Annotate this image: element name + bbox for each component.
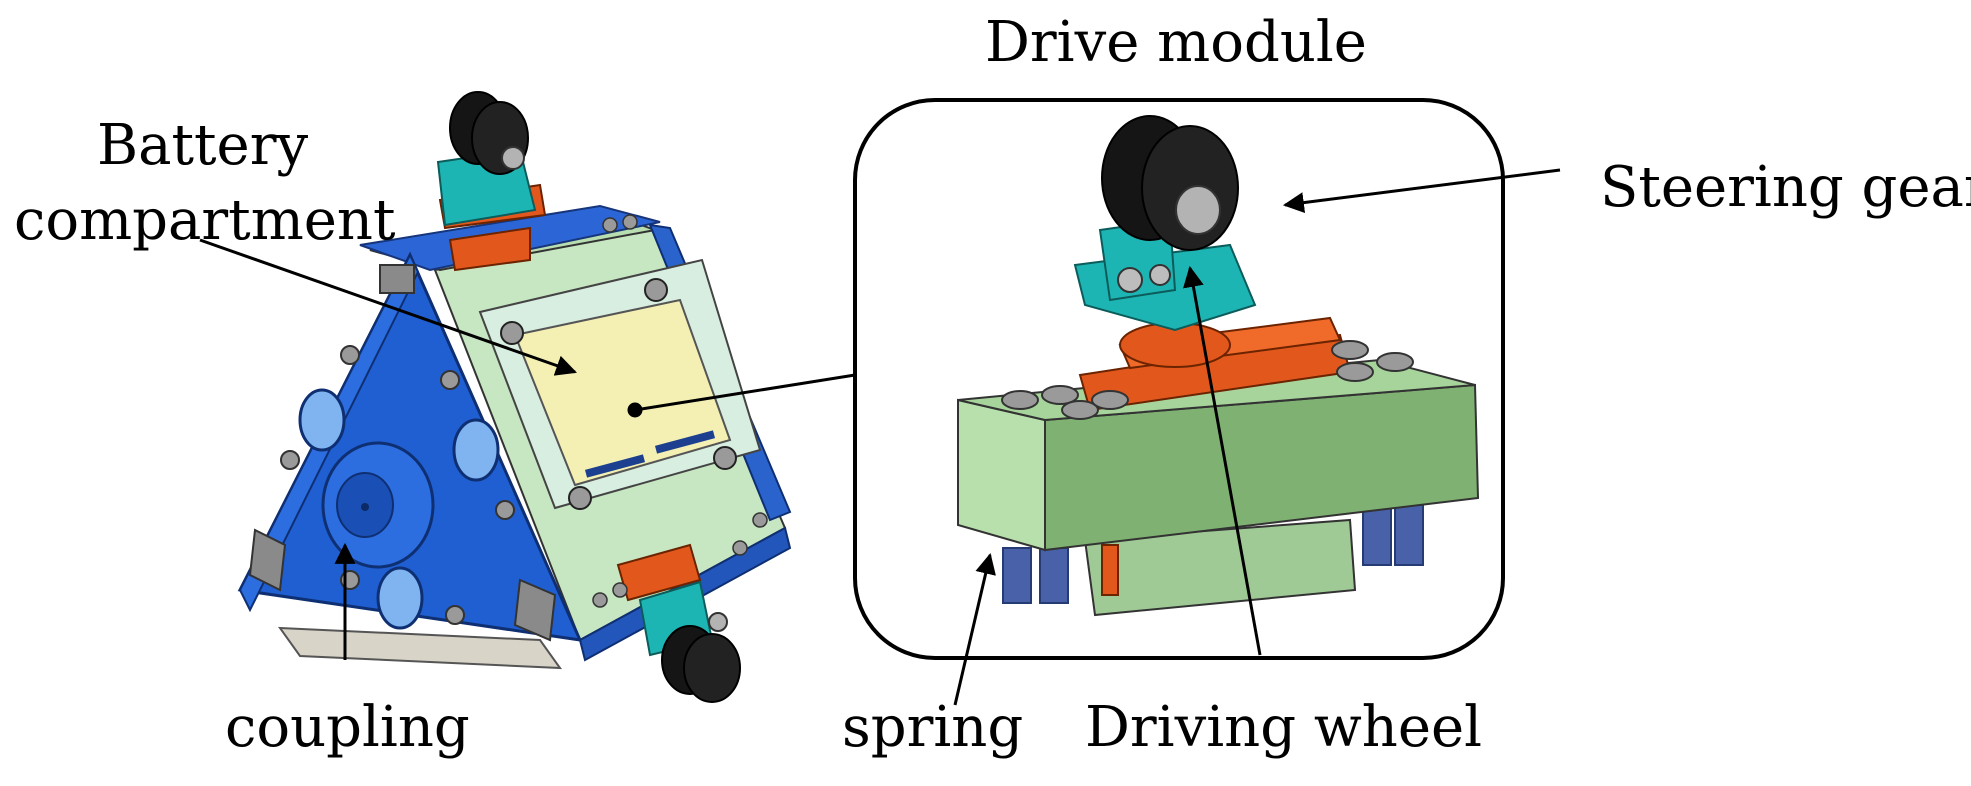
- spring-arrow: [953, 552, 996, 706]
- battery-arrow: [199, 238, 577, 376]
- label-battery-line2: compartment: [14, 188, 396, 253]
- driving-wheel-part: [1101, 115, 1239, 251]
- label-steering-gear: Steering gear: [1600, 155, 1971, 220]
- coupling-part: [321, 441, 435, 569]
- driving-wheel-arrow: [1183, 265, 1262, 656]
- label-coupling: coupling: [225, 695, 470, 760]
- label-drive-module: Drive module: [985, 10, 1367, 75]
- drive-module-frame: [853, 98, 1505, 660]
- label-driving-wheel: Driving wheel: [1085, 695, 1483, 760]
- battery-compartment-part: [478, 258, 762, 510]
- label-spring: spring: [842, 695, 1024, 760]
- label-battery-line1: Battery: [97, 113, 309, 178]
- green-block-front: [957, 398, 1046, 552]
- robot-module-illustration: [237, 91, 792, 703]
- drive-module-illustration: [957, 115, 1480, 617]
- steering-gear-arrow: [1282, 168, 1561, 214]
- leader-lines: [199, 168, 1561, 706]
- drive-module-connector: [634, 373, 856, 412]
